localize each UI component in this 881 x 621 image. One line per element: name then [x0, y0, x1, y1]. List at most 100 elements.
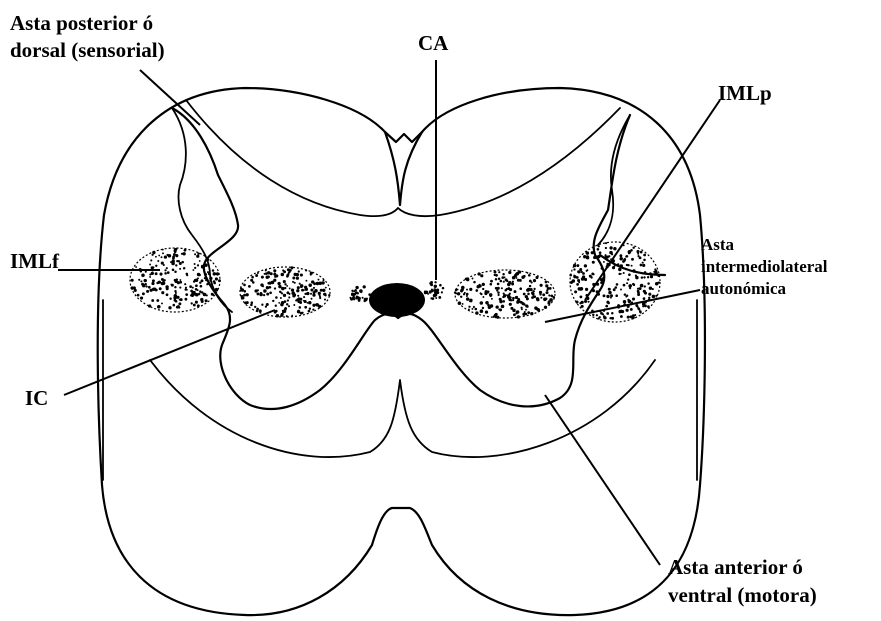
stipple-dot: [429, 291, 432, 294]
stipple-dot: [291, 315, 293, 317]
stipple-dot: [162, 281, 166, 285]
stipple-dot: [179, 299, 181, 301]
stipple-dot: [265, 306, 267, 308]
stipple-dot: [161, 291, 164, 294]
stipple-dot: [204, 264, 207, 267]
stipple-dot: [159, 287, 162, 290]
stipple-dot: [509, 303, 512, 306]
stipple-dot: [166, 267, 168, 269]
stipple-dot: [496, 306, 499, 309]
stipple-dot: [643, 254, 646, 257]
stipple-dot: [257, 272, 259, 274]
stipple-dot: [604, 254, 606, 256]
stipple-dot: [482, 283, 485, 286]
stipple-dot: [644, 271, 647, 274]
stipple-dot: [155, 265, 157, 267]
stipple-dot: [276, 314, 280, 318]
stipple-dot: [482, 296, 484, 298]
stipple-dot: [577, 270, 580, 273]
stipple-dot: [304, 306, 307, 309]
stipple-dot: [508, 298, 511, 301]
stipple-dot: [603, 294, 606, 297]
stipple-dot: [458, 301, 462, 305]
stipple-dot: [507, 287, 510, 290]
stipple-dot: [213, 272, 216, 275]
stipple-dot: [609, 317, 611, 319]
stipple-dot: [475, 308, 478, 311]
stipple-dot: [623, 272, 625, 274]
stipple-dot: [657, 275, 659, 277]
stipple-dot: [355, 286, 358, 289]
stipple-dot: [353, 290, 355, 292]
stipple-dot: [508, 281, 511, 284]
stipple-dot: [640, 264, 643, 267]
stipple-dot: [191, 302, 193, 304]
stipple-dot: [352, 296, 354, 298]
stipple-dot: [309, 307, 311, 309]
stipple-dot: [462, 303, 464, 305]
stipple-dot: [144, 279, 147, 282]
stipple-dot: [496, 316, 499, 319]
stipple-dot: [528, 274, 531, 277]
imlf-left-nucleus: [130, 248, 221, 312]
stipple-dot: [629, 284, 632, 287]
stipple-dot: [284, 283, 286, 285]
stipple-dot: [296, 277, 299, 280]
stipple-dot: [647, 305, 650, 308]
stipple-dot: [503, 293, 505, 295]
stipple-dot: [299, 283, 301, 285]
stipple-dot: [502, 296, 504, 298]
stipple-dot: [368, 293, 371, 296]
stipple-dot: [259, 309, 262, 312]
stipple-dot: [131, 286, 134, 289]
stipple-dot: [300, 273, 303, 276]
stipple-dot: [637, 255, 639, 257]
stipple-dot: [197, 264, 199, 266]
stipple-dot: [313, 282, 316, 285]
label-dorsal-horn-line1: Asta posterior ó: [10, 11, 153, 35]
stipple-dot: [192, 291, 195, 294]
stipple-dot: [145, 285, 147, 287]
stipple-dot: [311, 298, 313, 300]
stipple-dot: [296, 289, 299, 292]
stipple-dot: [148, 286, 151, 289]
stipple-dot: [606, 312, 609, 315]
stipple-dot: [600, 282, 603, 285]
stipple-dot: [621, 310, 624, 313]
stipple-dot: [431, 288, 433, 290]
stipple-dot: [652, 288, 654, 290]
stipple-dot: [466, 289, 468, 291]
stipple-dot: [283, 294, 286, 297]
stipple-dot: [576, 283, 579, 286]
stipple-dot: [164, 272, 167, 275]
stipple-dot: [287, 299, 289, 301]
stipple-dot: [151, 272, 154, 275]
stipple-dot: [498, 308, 500, 310]
stipple-dot: [545, 291, 548, 294]
stipple-dot: [189, 285, 192, 288]
stipple-dot: [442, 287, 445, 290]
stipple-dot: [286, 285, 288, 287]
stipple-dot: [519, 287, 522, 290]
stipple-dot: [150, 259, 152, 261]
stipple-dot: [490, 283, 493, 286]
stipple-dot: [318, 292, 321, 295]
stipple-dot: [293, 293, 296, 296]
stipple-dot: [605, 242, 607, 244]
stipple-dot: [639, 287, 642, 290]
stipple-dot: [522, 313, 525, 316]
stipple-dot: [210, 277, 212, 279]
stipple-dot: [198, 293, 201, 296]
stipple-dot: [512, 299, 514, 301]
stipple-dot: [632, 283, 635, 286]
stipple-dot: [286, 303, 288, 305]
stipple-dot: [351, 293, 353, 295]
stipple-dot: [263, 294, 265, 296]
stipple-dot: [192, 287, 194, 289]
stipple-dot: [655, 295, 657, 297]
stipple-dot: [213, 282, 216, 285]
stipple-dot: [466, 297, 470, 301]
stipple-dot: [310, 288, 313, 291]
stipple-dot: [172, 255, 175, 258]
stipple-dot: [206, 294, 208, 296]
